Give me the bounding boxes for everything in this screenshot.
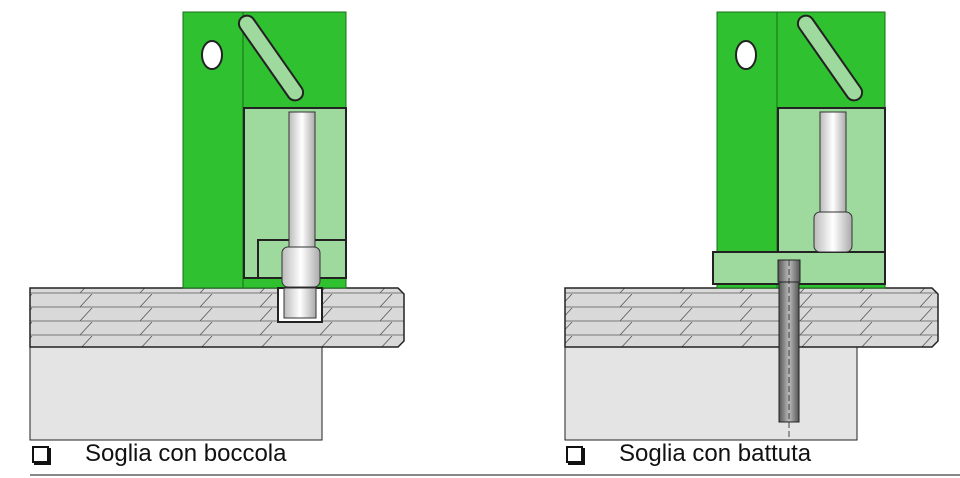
right-diagram — [564, 11, 939, 441]
caption-left-text: Soglia con boccola — [85, 440, 287, 467]
caption-right-text: Soglia con battuta — [619, 440, 812, 467]
checkbox-icon — [566, 445, 583, 463]
concrete-base — [564, 346, 858, 441]
concrete-base — [29, 346, 323, 441]
wood-sill — [29, 287, 405, 348]
bushing-pin — [288, 111, 316, 248]
left-diagram — [29, 11, 405, 441]
checkbox-icon — [32, 445, 49, 463]
post-hole — [201, 40, 223, 70]
post-hole — [735, 40, 757, 70]
caption-right: Soglia con battuta — [566, 440, 811, 468]
bottom-divider — [30, 474, 960, 476]
caption-left: Soglia con boccola — [32, 440, 286, 468]
wood-sill — [564, 287, 939, 348]
pin — [819, 111, 847, 213]
